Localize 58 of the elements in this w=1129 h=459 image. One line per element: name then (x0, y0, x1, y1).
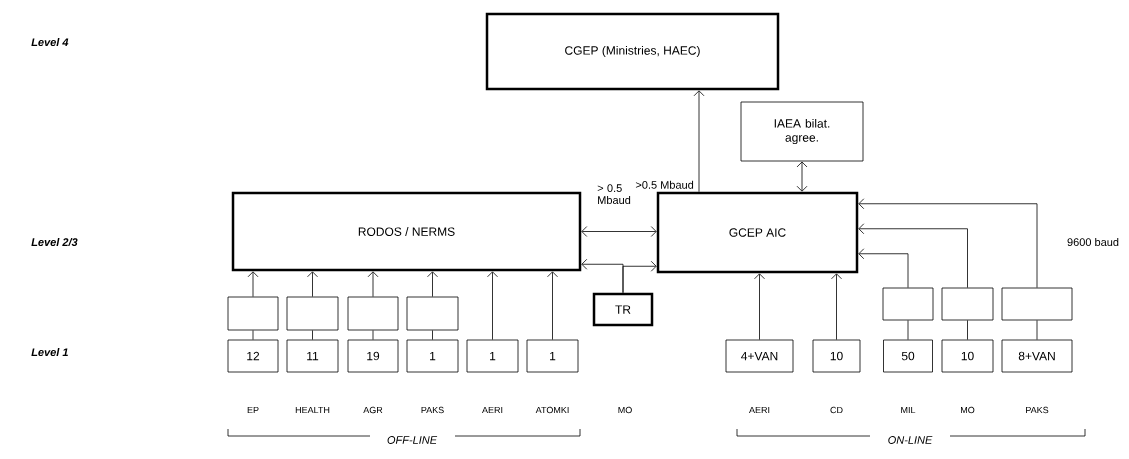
group-label: ON-LINE (888, 436, 933, 444)
box: 1 (526, 339, 579, 373)
empty-box (347, 296, 399, 331)
system-box: CGEP (Ministries, HAEC) (485, 12, 780, 91)
arrow (858, 248, 909, 288)
arrow (581, 226, 657, 237)
station-label: MIL (901, 406, 916, 414)
empty-box (941, 287, 994, 321)
station-label: EP (247, 406, 259, 414)
group-label: OFF-LINE (387, 436, 438, 444)
empty-box (882, 287, 934, 321)
box: 1 (466, 339, 519, 373)
station-label: AERI (749, 406, 770, 414)
arrow (547, 271, 558, 340)
station-label: MO (961, 406, 975, 414)
edge-label: > 0.5 Mbaud (596, 183, 635, 205)
system-box: GCEP AIC (656, 191, 859, 274)
rate-label: 9600 baud (1067, 237, 1119, 247)
box: 11 (286, 339, 339, 373)
box: 10 (812, 339, 861, 373)
arrow (307, 271, 318, 297)
box: 10 (941, 339, 994, 373)
box: 19 (347, 339, 399, 373)
box: 50 (883, 339, 933, 373)
station-label: MO (618, 406, 632, 414)
level-label: Level 4 (31, 37, 69, 47)
level-label: Level 1 (31, 347, 68, 357)
box: 8+VAN (1001, 339, 1073, 373)
edge-label: >0.5 Mbaud (634, 179, 695, 190)
arrow (858, 198, 1038, 288)
box: 1 (406, 339, 459, 373)
arrow (622, 260, 657, 294)
empty-box (406, 296, 459, 331)
arrow (754, 273, 765, 340)
arrow (247, 271, 259, 297)
station-label: CD (830, 406, 843, 414)
box: 4+VAN (725, 339, 794, 373)
arrow (796, 161, 808, 192)
arrow (693, 90, 705, 193)
empty-box (286, 296, 339, 331)
station-label: PAKS (421, 406, 444, 414)
arrow (487, 271, 498, 340)
arrow (858, 223, 968, 288)
level-label: Level 2/3 (31, 237, 78, 247)
station-label: AGR (363, 406, 383, 414)
arrow (367, 271, 379, 297)
empty-box (1001, 287, 1073, 321)
box: 12 (227, 339, 279, 373)
station-label: HEALTH (295, 406, 330, 414)
station-label: PAKS (1026, 406, 1049, 414)
arrow (427, 271, 438, 297)
system-box: RODOS / NERMS (231, 191, 582, 272)
station-label: AERI (482, 406, 503, 414)
box: IAEA bilat. agree. (740, 101, 864, 162)
system-box: TR (592, 292, 654, 327)
station-label: ATOMKI (535, 406, 569, 414)
arrow (831, 273, 842, 340)
empty-box (227, 296, 279, 331)
